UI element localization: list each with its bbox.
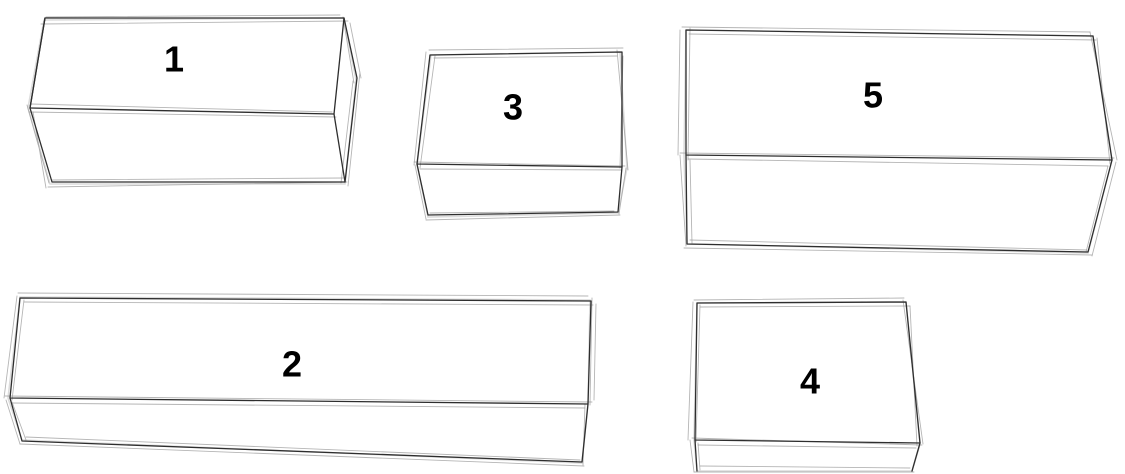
box-4: 4	[688, 298, 923, 472]
box-5-label: 5	[863, 75, 883, 116]
box-5: 5	[678, 27, 1117, 256]
box-2: 2	[4, 293, 596, 466]
box-2-label: 2	[282, 344, 302, 385]
box-4-label: 4	[800, 361, 820, 402]
box-1-label: 1	[164, 39, 184, 80]
box-3: 3	[414, 48, 628, 220]
box-3-label: 3	[503, 87, 523, 128]
box-1: 1	[27, 15, 361, 188]
